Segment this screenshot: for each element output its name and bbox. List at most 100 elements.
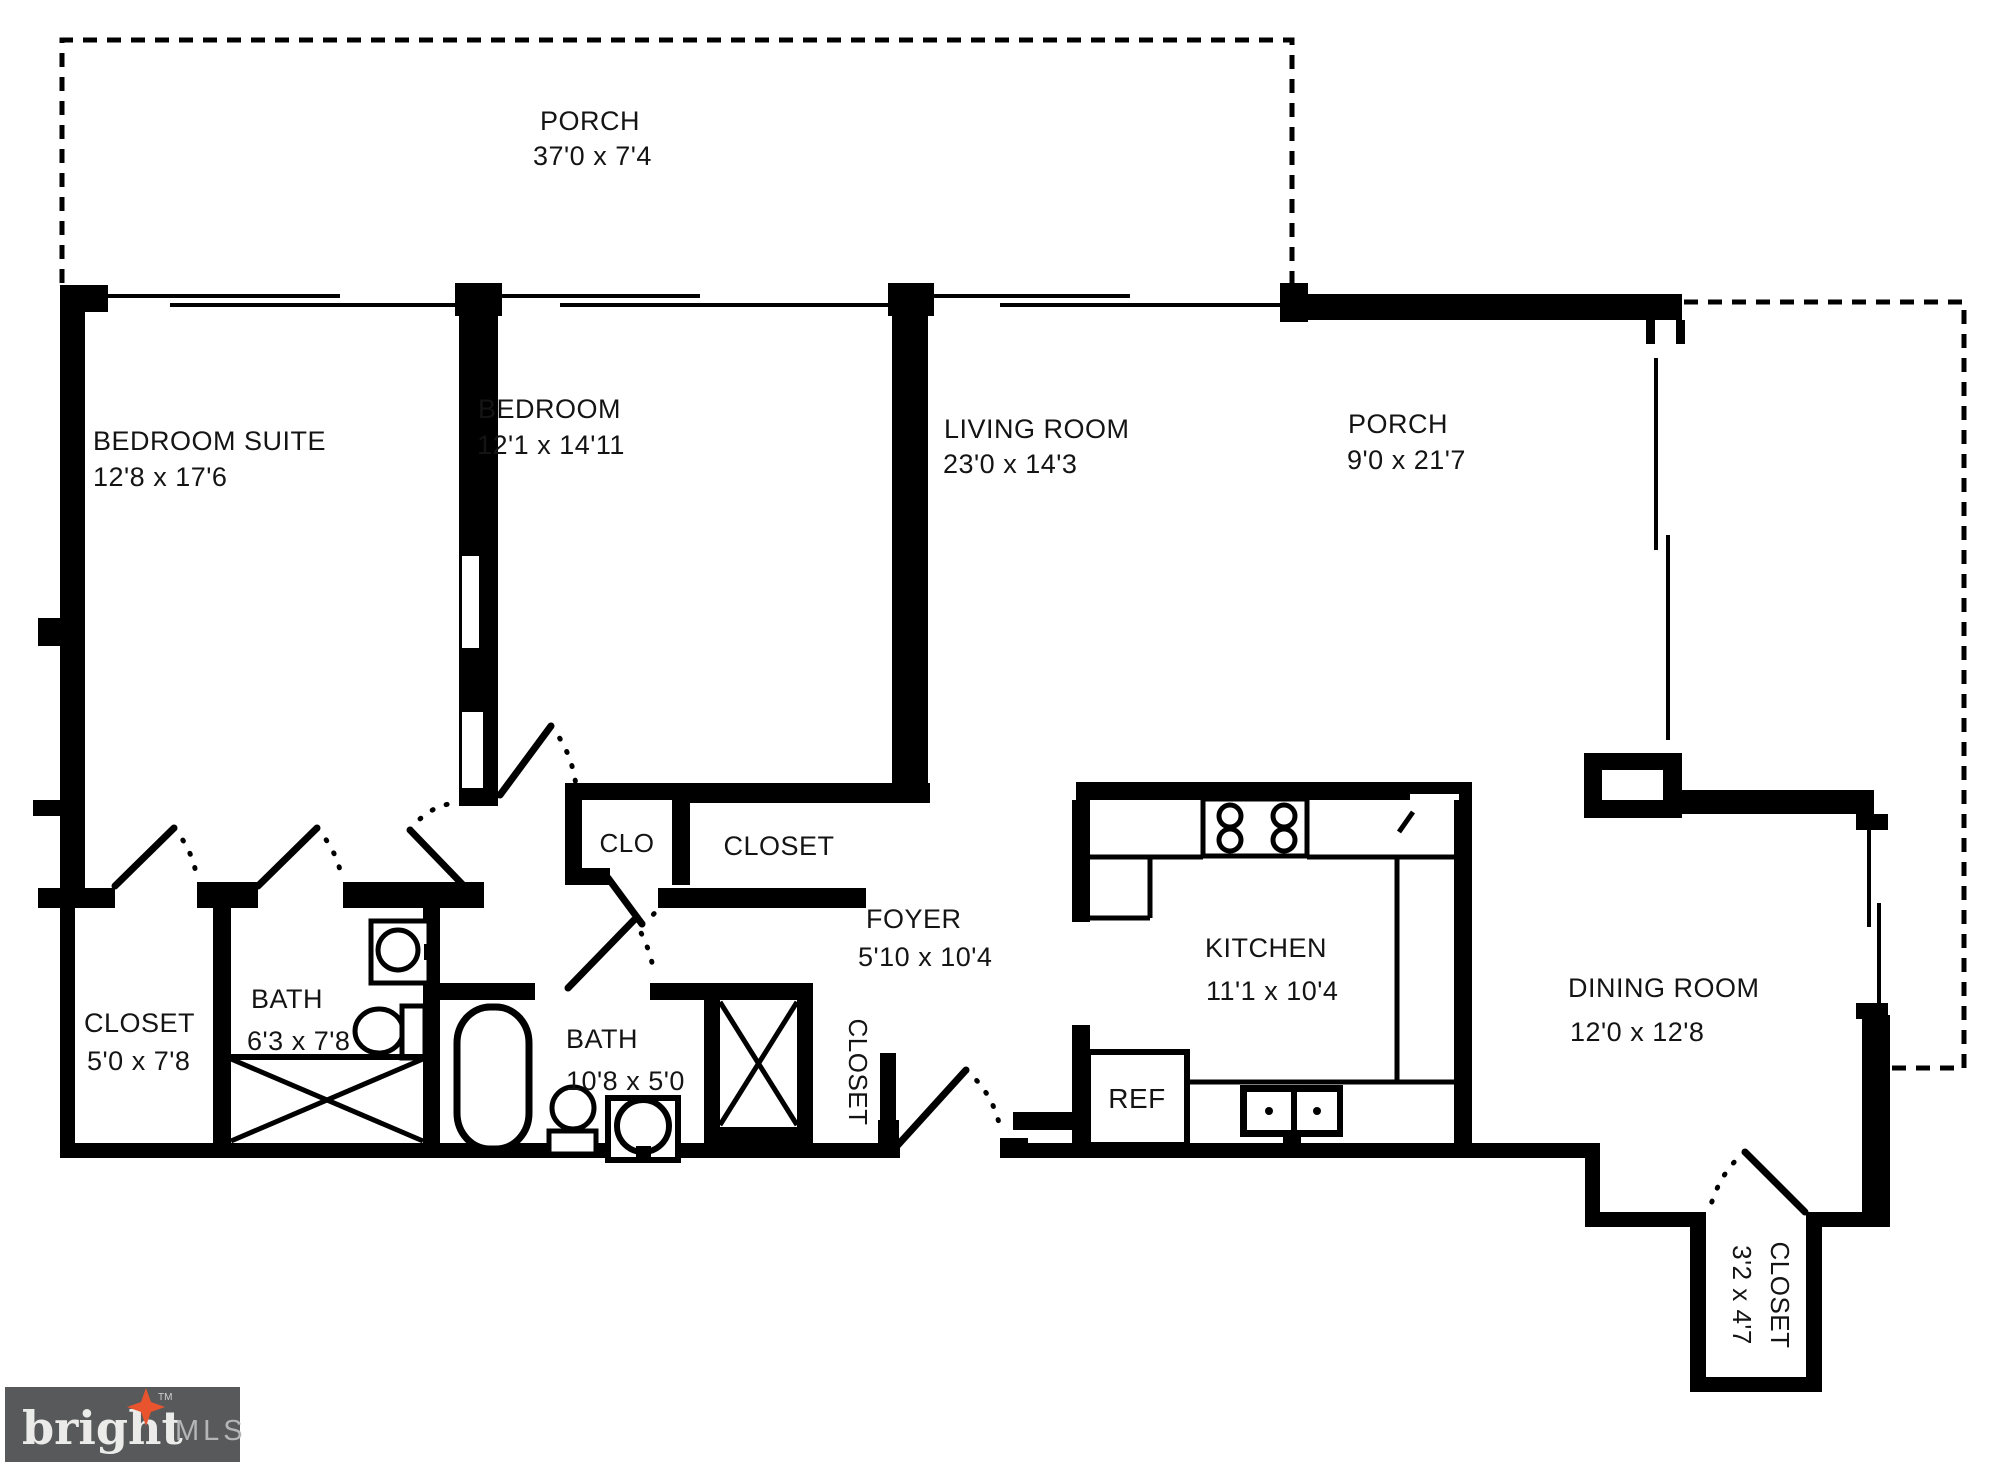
wall-segment	[60, 285, 85, 890]
refrigerator-label: REF	[1108, 1083, 1166, 1114]
room-label-foyer: FOYER	[866, 904, 962, 934]
door-swing-arc	[171, 825, 200, 883]
sink-drain	[1265, 1107, 1273, 1115]
room-label-bedroom-suite: BEDROOM SUITE	[93, 426, 326, 456]
room-label-bedroom: BEDROOM	[478, 394, 621, 424]
brand-logo: bright TM MLS	[5, 1387, 247, 1462]
wall-segment	[38, 618, 85, 646]
room-dims-living-room: 23'0 x 14'3	[943, 449, 1077, 479]
door-swing-arc	[407, 800, 458, 833]
logo-mls-text: MLS	[175, 1415, 247, 1447]
wall-recess	[462, 712, 483, 788]
door-jamb	[1676, 320, 1685, 344]
wall-segment	[1000, 1138, 1028, 1157]
wall-segment	[1690, 1377, 1822, 1392]
wall-segment	[1072, 800, 1090, 922]
windows	[108, 294, 1881, 1005]
entry-door-leaf	[893, 1066, 970, 1150]
wall-segment	[343, 882, 452, 908]
star-icon	[127, 1388, 165, 1426]
shower-x	[230, 1056, 424, 1144]
wall-segment	[658, 888, 866, 908]
wall-recess	[462, 556, 479, 648]
wall-segment	[650, 983, 813, 1000]
door-jamb	[878, 1120, 899, 1145]
room-dims-kitchen: 11'1 x 10'4	[1206, 976, 1338, 1006]
door-leaf	[111, 824, 178, 890]
wall-segment	[1862, 1015, 1890, 1227]
sink-drain	[1313, 1107, 1321, 1115]
wall-segment	[60, 885, 75, 1157]
sink-basin	[375, 927, 421, 973]
wall-segment	[33, 800, 72, 816]
room-label-bedroom-closet: CLOSET	[723, 831, 834, 861]
room-label-porch-top: PORCH	[540, 106, 640, 136]
refrigerator	[1085, 1049, 1190, 1148]
room-label-bath1: BATH	[251, 984, 323, 1014]
room-label-bath2: BATH	[566, 1024, 638, 1054]
room-label-dining-room: DINING ROOM	[1568, 973, 1760, 1003]
closet-x	[717, 1000, 800, 1127]
wall-segment	[1680, 790, 1874, 814]
door-jamb	[1856, 814, 1888, 830]
sink-tap	[636, 1146, 651, 1162]
wall-segment	[565, 783, 582, 885]
wall-segment	[892, 312, 928, 803]
walls	[33, 283, 1890, 1392]
toilet-tank	[546, 1128, 599, 1157]
room-label-living-room: LIVING ROOM	[944, 414, 1130, 444]
room-dims-dining-closet: 3'2 x 4'7	[1727, 1245, 1757, 1345]
door-swing-arc	[631, 917, 657, 979]
wall-segment	[565, 783, 690, 800]
window	[1602, 770, 1663, 800]
wall-segment	[455, 283, 502, 316]
door-leaf	[254, 824, 321, 890]
wall-segment	[60, 285, 108, 312]
entry-door-swing-arc	[963, 1067, 1004, 1137]
room-label-kitchen: KITCHEN	[1205, 933, 1327, 963]
wall-segment	[797, 1000, 813, 1143]
room-dims-bedroom-suite: 12'8 x 17'6	[93, 462, 227, 492]
wall-segment	[1690, 1212, 1706, 1392]
sink-tap	[1283, 1130, 1301, 1143]
door-leaf	[1741, 1148, 1809, 1216]
counter-notch	[1410, 794, 1459, 812]
wall-segment	[888, 283, 934, 316]
logo-tm-text: TM	[158, 1392, 172, 1403]
room-dims-porch-right: 9'0 x 21'7	[1347, 445, 1466, 475]
room-label-dining-closet: CLOSET 3'2 x 4'7	[1727, 1241, 1795, 1348]
room-dims-dining-room: 12'0 x 12'8	[1570, 1017, 1704, 1047]
room-label-foyer-closet: CLOSET	[843, 1018, 873, 1125]
right-porch-outline	[1684, 299, 1967, 1071]
wall-segment	[704, 1127, 813, 1143]
door-swing-arc	[1707, 1149, 1748, 1211]
room-dims-porch-top: 37'0 x 7'4	[533, 141, 652, 171]
room-label-dining-closet-name: CLOSET	[1765, 1241, 1795, 1348]
door-leaf	[604, 874, 646, 928]
wall-segment	[1806, 1212, 1822, 1392]
door-swing-arc	[314, 825, 345, 883]
wall-segment	[38, 888, 115, 908]
door-swing-arc	[548, 723, 579, 789]
burner	[1216, 826, 1244, 854]
sink-tap	[424, 944, 436, 960]
bathtub	[453, 1003, 533, 1153]
door-leaf	[564, 916, 638, 992]
wall-segment	[672, 800, 690, 885]
room-labels: PORCH 37'0 x 7'4 BEDROOM SUITE 12'8 x 17…	[84, 106, 1795, 1349]
counter-edge	[1396, 810, 1416, 834]
toilet	[352, 1006, 406, 1056]
room-label-closet-left: CLOSET	[84, 1008, 195, 1038]
logo-brand-text: bright	[22, 1401, 183, 1455]
logo-background	[5, 1387, 240, 1462]
wall-segment	[690, 783, 930, 803]
wall-segment	[213, 908, 231, 1143]
wall-segment	[1600, 1212, 1692, 1227]
wall-segment	[440, 983, 535, 1000]
burner	[1270, 826, 1298, 854]
door-jamb	[1646, 320, 1655, 344]
room-dims-bath2: 10'8 x 5'0	[566, 1066, 685, 1096]
room-label-clo: CLO	[600, 828, 655, 858]
